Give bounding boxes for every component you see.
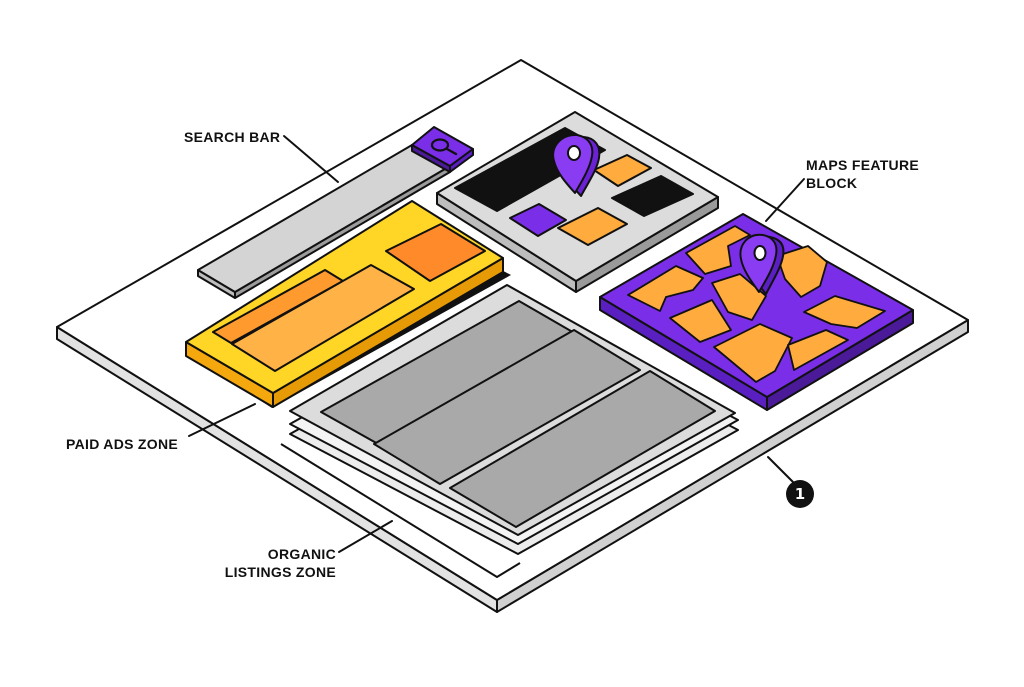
- leader-lines: [188, 135, 805, 553]
- map-pin-icon: [739, 233, 785, 295]
- maps-feature-block-label-line2: BLOCK: [806, 175, 858, 191]
- organic-listings-zone-label-line2: LISTINGS ZONE: [224, 564, 336, 580]
- map-pin-icon: [552, 133, 601, 197]
- number-badge: 1: [786, 480, 814, 508]
- maps-feature-block-label-line1: MAPS FEATURE: [806, 157, 920, 173]
- maps-feature-block-label: MAPS FEATURE BLOCK: [806, 156, 919, 192]
- organic-listings-zone-label-line1: ORGANIC: [267, 546, 336, 562]
- search-bar: [197, 126, 474, 299]
- search-bar-label: SEARCH BAR: [184, 129, 281, 145]
- paid-ads-zone: [185, 200, 511, 408]
- maps-feature-block: [599, 213, 914, 411]
- organic-listings-zone: [280, 284, 739, 578]
- search-icon: [430, 138, 458, 156]
- search-button: [411, 126, 474, 173]
- maps-grid-card: [436, 111, 719, 293]
- organic-listings-zone-label: ORGANIC LISTINGS ZONE: [225, 545, 336, 581]
- paid-ads-zone-label: PAID ADS ZONE: [66, 436, 179, 452]
